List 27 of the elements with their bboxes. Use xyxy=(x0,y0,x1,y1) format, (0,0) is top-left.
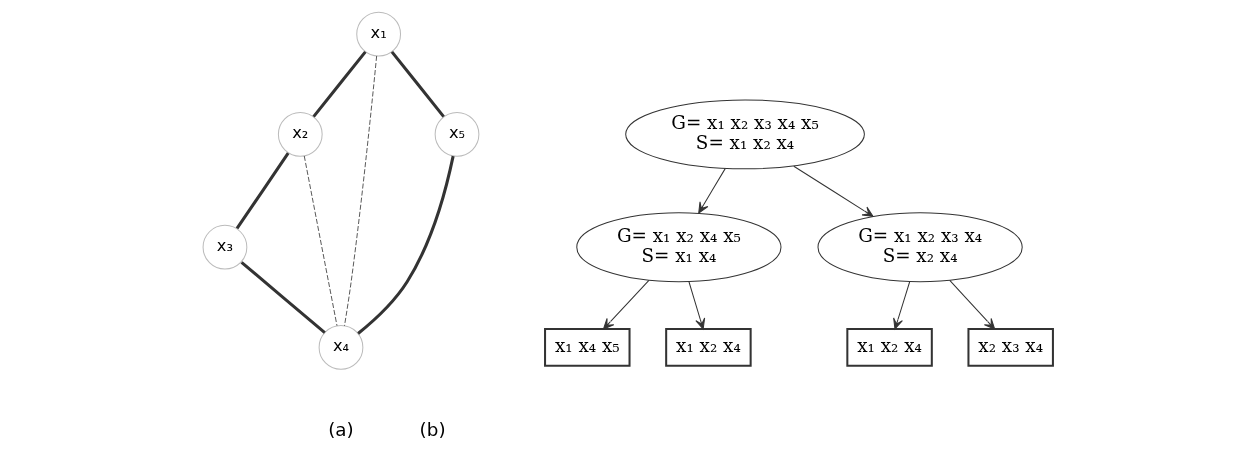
connector xyxy=(344,55,378,327)
connector xyxy=(312,50,367,118)
connector xyxy=(357,155,455,335)
node-ellipse: G= x₁ x₂ x₄ x₅ S= x₁ x₄ xyxy=(576,212,782,283)
node-box: x₁ x₂ x₄ xyxy=(665,328,752,367)
node-box: x₂ x₃ x₄ xyxy=(967,328,1054,367)
node-circle: x₁ xyxy=(356,11,402,57)
connector xyxy=(235,152,290,230)
arrow xyxy=(688,281,706,330)
connector xyxy=(240,261,326,334)
arrow xyxy=(949,279,996,330)
connector xyxy=(390,50,445,118)
node-circle: x₄ xyxy=(318,325,364,370)
arrow xyxy=(698,168,726,214)
node-box: x₁ x₂ x₄ xyxy=(846,328,933,367)
node-box: x₁ x₄ x₅ xyxy=(544,328,631,367)
node-ellipse: G= x₁ x₂ x₃ x₄ S= x₂ x₄ xyxy=(817,212,1023,283)
node-ellipse: G= x₁ x₂ x₃ x₄ x₅ S= x₁ x₂ x₄ xyxy=(625,99,865,170)
node-circle: x₃ xyxy=(202,224,248,270)
node-circle: x₅ xyxy=(434,111,480,157)
label: (a) xyxy=(328,418,354,440)
arrow xyxy=(893,281,911,330)
connector xyxy=(303,155,338,327)
arrow xyxy=(793,165,874,217)
label: (b) xyxy=(419,418,446,440)
arrow xyxy=(602,279,650,330)
node-circle: x₂ xyxy=(277,111,323,157)
